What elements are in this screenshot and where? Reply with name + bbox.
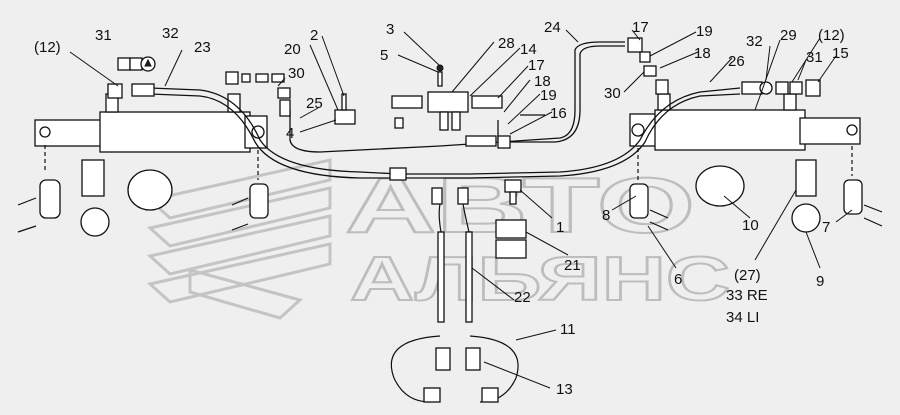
callout-15: 15 [832, 45, 849, 62]
callout-11: 11 [560, 321, 576, 338]
callout-29: 29 [780, 27, 797, 44]
top-right-fittings [627, 37, 821, 97]
callout-17-right: 17 [632, 19, 649, 36]
callout-32-right: 32 [746, 33, 763, 50]
callout-9: 9 [816, 273, 824, 290]
left-hydraulic-cylinder [34, 93, 268, 180]
callout-31-right: 31 [806, 49, 823, 66]
lower-right-parts [629, 159, 883, 233]
callout-2: 2 [310, 27, 318, 44]
center-lower-parts [390, 179, 527, 403]
callout-32-left: 32 [162, 25, 179, 42]
callout-31-left: 31 [95, 27, 112, 44]
callout-33-re: 33 RE [726, 287, 768, 304]
hydraulic-hoses [149, 41, 741, 179]
callout-12-right: (12) [818, 27, 845, 44]
callout-14: 14 [520, 41, 537, 58]
callout-19-center: 19 [540, 87, 557, 104]
leader-lines [69, 29, 853, 389]
callout-16: 16 [550, 105, 567, 122]
callout-30-left: 30 [288, 65, 305, 82]
lower-left-parts [17, 159, 269, 237]
callout-1: 1 [556, 219, 564, 236]
callout-30-right: 30 [604, 85, 621, 102]
callout-6: 6 [674, 271, 682, 288]
callout-26: 26 [728, 53, 745, 70]
callout-28: 28 [498, 35, 515, 52]
callout-labels: (12) 31 32 23 20 2 30 25 4 3 5 28 14 17 … [34, 19, 849, 398]
callout-27: (27) [734, 267, 761, 284]
valve-block [389, 91, 511, 205]
callout-3: 3 [386, 21, 394, 38]
watermark-logo [146, 158, 332, 320]
callout-22: 22 [514, 289, 531, 306]
callout-5: 5 [380, 47, 388, 64]
callout-17-center: 17 [528, 57, 545, 74]
callout-18-center: 18 [534, 73, 551, 90]
callout-21: 21 [564, 257, 581, 274]
callout-8: 8 [602, 207, 610, 224]
callout-4: 4 [286, 125, 294, 142]
callout-34-li: 34 LI [726, 309, 759, 326]
callout-24: 24 [544, 19, 561, 36]
callout-25: 25 [306, 95, 323, 112]
callout-18-right: 18 [694, 45, 711, 62]
callout-20: 20 [284, 41, 301, 58]
callout-23: 23 [194, 39, 211, 56]
callout-10: 10 [742, 217, 759, 234]
watermark-line2: АЛЬЯНС [350, 245, 730, 314]
callout-12-left: (12) [34, 39, 61, 56]
right-hydraulic-cylinder [629, 93, 861, 182]
top-left-fittings [107, 56, 444, 125]
callout-19-right: 19 [696, 23, 713, 40]
callout-13: 13 [556, 381, 573, 398]
callout-7: 7 [822, 219, 830, 236]
